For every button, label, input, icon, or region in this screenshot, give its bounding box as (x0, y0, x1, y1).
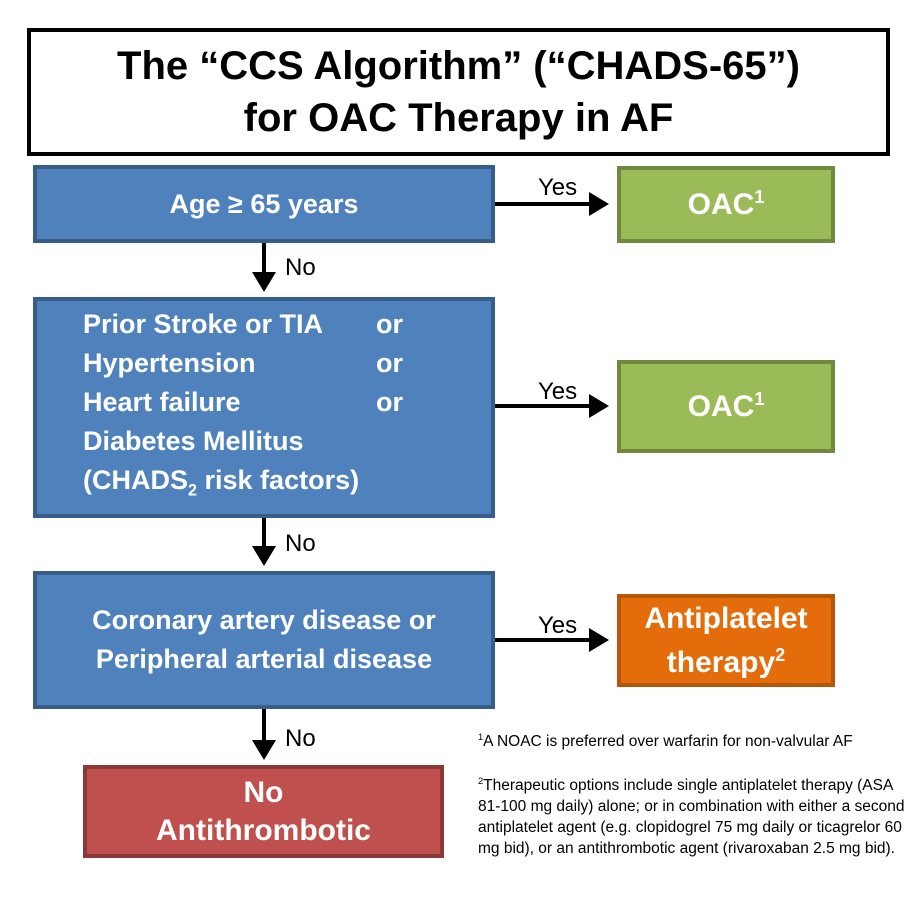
diagram-title: The “CCS Algorithm” (“CHADS-65”) for OAC … (27, 28, 890, 156)
footnote-1: 1A NOAC is preferred over warfarin for n… (478, 727, 908, 752)
footnote-text: Therapeutic options include single antip… (478, 777, 905, 858)
no-label: No (285, 254, 316, 281)
risk-factors-text: risk factors) (197, 464, 360, 495)
factor-row: Diabetes Mellitus (83, 422, 403, 461)
no-label: No (285, 530, 316, 557)
footnote-2: 2Therapeutic options include single anti… (478, 771, 908, 859)
outcome-oac-1: OAC1 (617, 166, 835, 243)
factor-label: Prior Stroke or TIA (83, 308, 324, 339)
footnote-mark: 1 (754, 389, 765, 409)
footnote-mark: 2 (478, 776, 484, 786)
footnote-mark: 1 (754, 187, 765, 207)
yes-label: Yes (538, 378, 578, 405)
chads-subscript: 2 (188, 481, 198, 500)
factor-conj: or (376, 308, 403, 339)
factor-label: Hypertension (83, 347, 256, 378)
factor-label: Diabetes Mellitus (83, 425, 304, 456)
footnote-mark: 1 (478, 732, 484, 742)
factor-conj: or (376, 347, 403, 378)
cad-text: Coronary artery disease or (92, 605, 436, 635)
no-label: No (285, 725, 316, 752)
oac-text: OAC (687, 390, 755, 423)
antithrombotic-text: Antithrombotic (156, 813, 371, 847)
factor-note: (CHADS2 risk factors) (83, 461, 403, 510)
yes-label: Yes (538, 174, 578, 201)
outcome-oac-2: OAC1 (617, 360, 835, 453)
footnote-mark: 2 (775, 644, 786, 665)
step-age-text: Age ≥ 65 years (169, 188, 359, 219)
factor-row: Hypertension or (83, 344, 403, 383)
factor-row: Prior Stroke or TIA or (83, 305, 403, 344)
title-line-1: The “CCS Algorithm” (“CHADS-65”) (117, 44, 800, 88)
factor-row: Heart failure or (83, 383, 403, 422)
footnote-text: A NOAC is preferred over warfarin for no… (483, 733, 853, 751)
chads-text: (CHADS (83, 464, 188, 495)
factor-label: Heart failure (83, 386, 241, 417)
step-chads-factors: Prior Stroke or TIA or Hypertension or Hea… (33, 297, 495, 518)
step-age: Age ≥ 65 years (33, 165, 495, 243)
oac-text: OAC (687, 188, 755, 221)
no-text: No (243, 775, 284, 809)
yes-label: Yes (538, 612, 578, 639)
factor-conj: or (376, 386, 403, 417)
step-cad-pad: Coronary artery disease or Peripheral art… (33, 571, 495, 709)
pad-text: Peripheral arterial disease (95, 644, 433, 674)
therapy-text: therapy (666, 645, 776, 679)
title-line-2: for OAC Therapy in AF (243, 96, 674, 140)
outcome-antiplatelet: Antiplatelet therapy2 (617, 594, 835, 687)
antiplatelet-text: Antiplatelet (644, 601, 808, 635)
